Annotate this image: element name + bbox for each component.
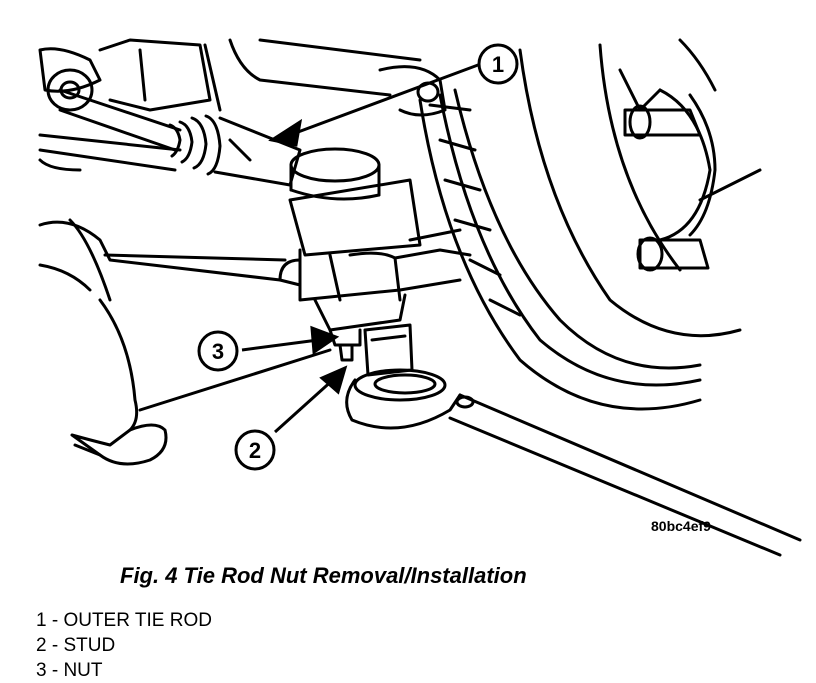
callout-2-circle bbox=[234, 429, 276, 471]
callout-1-circle bbox=[477, 43, 519, 85]
callout-3-arrowhead bbox=[310, 325, 340, 355]
figure-caption: Fig. 4 Tie Rod Nut Removal/Installation bbox=[120, 563, 527, 588]
brake-rotor-drawing bbox=[418, 38, 762, 411]
callout-1-number: 1 bbox=[492, 52, 504, 77]
legend-item: 3 - NUT bbox=[36, 660, 103, 681]
callout-1-arrowhead bbox=[268, 118, 303, 147]
callout-2-arrowhead bbox=[319, 365, 348, 395]
stud-and-wrench-drawing bbox=[345, 323, 802, 557]
outer-tie-rod-drawing bbox=[278, 147, 472, 362]
callout-3-number: 3 bbox=[212, 339, 224, 364]
callout-2-number: 2 bbox=[249, 438, 261, 463]
image-code: 80bc4ef9 bbox=[651, 518, 711, 534]
callout-3-arrow bbox=[241, 338, 319, 352]
legend-item: 2 - STUD bbox=[36, 635, 116, 656]
suspension-frame-drawing bbox=[38, 38, 447, 466]
callout-3-circle bbox=[197, 330, 239, 372]
legend: 1 - OUTER TIE ROD 2 - STUD 3 - NUT bbox=[36, 608, 212, 683]
legend-item: 1 - OUTER TIE ROD bbox=[36, 610, 212, 631]
tie-rod-illustration: 1 2 3 bbox=[38, 38, 802, 557]
callout-2-arrow bbox=[273, 376, 337, 434]
callout-1-arrow bbox=[289, 63, 479, 137]
tie-rod-shaft-line bbox=[138, 348, 332, 412]
inner-tie-rod-drawing bbox=[58, 88, 302, 187]
